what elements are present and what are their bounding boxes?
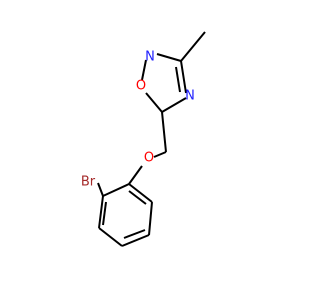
bond-benzene-6 xyxy=(128,183,153,203)
bond-o-ether-aryl xyxy=(128,165,143,185)
bond-benzene-inner-1 xyxy=(102,201,107,226)
atom-o-ether: O xyxy=(144,151,154,166)
bond-c5-ch2 xyxy=(161,111,167,153)
bond-c3-n-right xyxy=(180,60,187,94)
bond-benzene-4 xyxy=(121,234,150,247)
bond-benzene-5 xyxy=(148,201,153,236)
bond-n-right-c5 xyxy=(161,97,187,113)
bond-n-c3 xyxy=(156,53,182,62)
bond-c3-n-right-inner xyxy=(175,66,181,93)
molecule-canvas: N O N O Br xyxy=(80,31,206,247)
bond-benzene-3 xyxy=(98,227,123,247)
bond-c5-o-ring xyxy=(145,92,163,113)
molecule-structure: N O N O Br xyxy=(81,31,206,247)
bond-aryl-br xyxy=(97,182,104,197)
bond-benzene-inner-3 xyxy=(128,190,147,205)
bond-ch2-o-ether xyxy=(153,151,167,158)
bond-benzene-1 xyxy=(102,183,130,197)
atom-n-top: N xyxy=(145,50,155,65)
bond-benzene-2 xyxy=(98,195,104,229)
bond-o-ring-n-top xyxy=(141,59,147,81)
bond-c3-methyl xyxy=(180,31,206,62)
atom-br: Br xyxy=(81,175,96,190)
bond-benzene-inner-2 xyxy=(123,229,146,239)
atom-n-right: N xyxy=(185,89,195,104)
atom-o-ring: O xyxy=(136,79,146,94)
